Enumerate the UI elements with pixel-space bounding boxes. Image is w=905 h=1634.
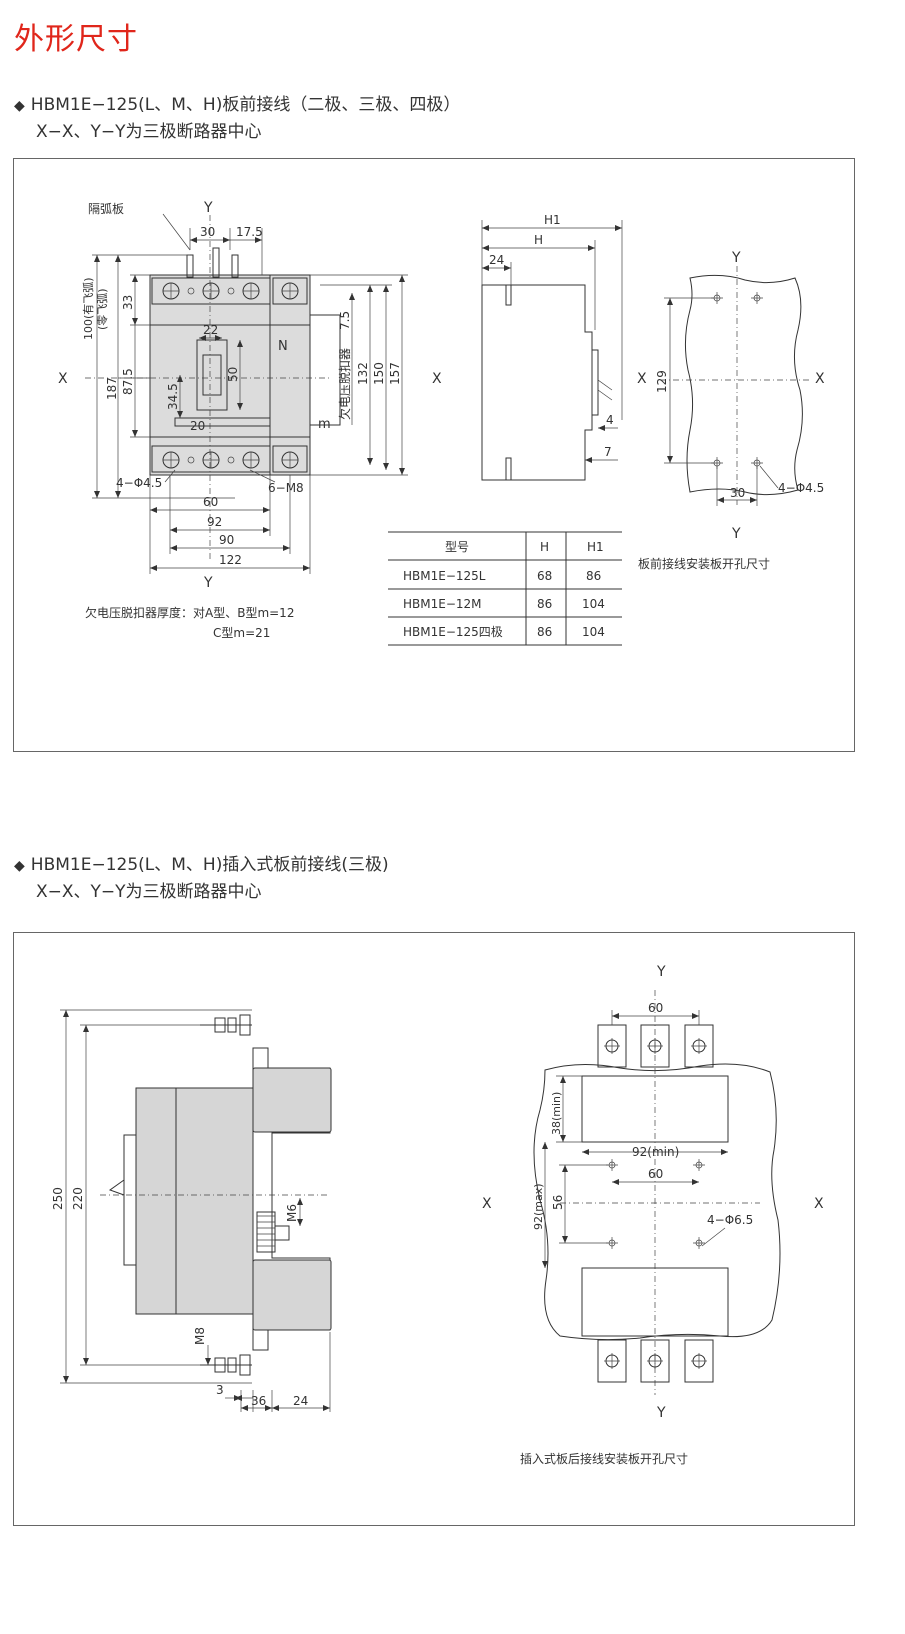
dim-187: 187 <box>105 377 119 400</box>
rear-dim-92min: 92(min) <box>632 1145 679 1159</box>
front-view: 隔弧板 Y Y X X 30 17.5 100(有飞弧) (零飞弧) 187 3… <box>58 200 442 640</box>
dim-33: 33 <box>121 295 135 310</box>
rear-dim-60-mid: 60 <box>648 1167 663 1181</box>
front-axis-y-top: Y <box>203 200 213 216</box>
diamond-bullet-icon: ◆ <box>14 98 25 114</box>
dim-3: 3 <box>216 1383 224 1397</box>
neutral-label: N <box>278 339 288 354</box>
table-cell: 104 <box>582 597 605 611</box>
dim-220: 220 <box>71 1187 85 1210</box>
rear-dim-38: 38(min) <box>550 1092 563 1135</box>
table-cell: 86 <box>537 625 552 639</box>
table-cell: 104 <box>582 625 605 639</box>
table-cell: HBM1E−12M <box>403 597 482 611</box>
rear-axis-y-top: Y <box>656 964 666 980</box>
diamond-bullet-icon: ◆ <box>14 858 25 874</box>
rear-dim-56: 56 <box>551 1195 565 1210</box>
dim-30: 30 <box>200 225 215 239</box>
dim-24: 24 <box>489 253 504 267</box>
plugin-side-view: 250 220 M6 M8 3 36 24 <box>51 1009 332 1412</box>
dim-7: 7 <box>604 445 612 459</box>
section1-title: HBM1E−125(L、M、H)板前接线（二极、三极、四极） <box>30 95 461 115</box>
table-cell: HBM1E−125四极 <box>403 625 503 639</box>
rear-panel-caption: 插入式板后接线安装板开孔尺寸 <box>520 1451 688 1466</box>
dim-7-5: 7.5 <box>338 311 352 330</box>
front-holes-label: 4−Φ4.5 <box>116 476 162 490</box>
rear-holes-label: 4−Φ6.5 <box>707 1213 753 1227</box>
dim-36: 36 <box>251 1394 266 1408</box>
front-axis-x-right: X <box>432 371 442 387</box>
rear-dim-60-top: 60 <box>648 1001 663 1015</box>
dim-50: 50 <box>226 367 240 382</box>
rear-dim-92max: 92(max) <box>532 1183 545 1230</box>
undervoltage-label: 欠电压脱扣器 <box>337 348 352 420</box>
panel-axis-x-left: X <box>637 371 647 387</box>
terminal-screws <box>162 282 299 469</box>
undervoltage-note-line1: 欠电压脱扣器厚度：对A型、B型m=12 <box>85 605 294 620</box>
panel-dim-129: 129 <box>655 370 669 393</box>
dim-zero-arc: (零飞弧) <box>95 288 109 330</box>
dim-60: 60 <box>203 495 218 509</box>
dim-22: 22 <box>203 323 218 337</box>
section2-heading: ◆ HBM1E−125(L、M、H)插入式板前接线(三极) X−X、Y−Y为三极断… <box>14 852 389 905</box>
screws-label: 6−M8 <box>268 481 304 495</box>
section1-heading: ◆ HBM1E−125(L、M、H)板前接线（二极、三极、四极） X−X、Y−Y为… <box>14 92 460 145</box>
table-header-model: 型号 <box>445 540 469 554</box>
dim-h1: H1 <box>544 213 561 227</box>
table-header-h1: H1 <box>587 540 604 554</box>
dim-157: 157 <box>388 362 402 385</box>
front-axis-x-left: X <box>58 371 68 387</box>
dim-250: 250 <box>51 1187 65 1210</box>
dim-20: 20 <box>190 419 205 433</box>
undervoltage-note-line2: C型m=21 <box>213 626 270 640</box>
panel-axis-y-top: Y <box>731 250 741 266</box>
dim-m8: M8 <box>193 1327 207 1345</box>
rear-axis-y-bottom: Y <box>656 1405 666 1421</box>
dim-132: 132 <box>356 362 370 385</box>
panel-caption: 板前接线安装板开孔尺寸 <box>638 556 770 571</box>
dim-4: 4 <box>606 413 614 427</box>
panel-axis-y-bottom: Y <box>731 526 741 542</box>
dim-87-5: 87.5 <box>121 368 135 395</box>
dim-122: 122 <box>219 553 242 567</box>
terminal-tabs <box>597 1024 714 1383</box>
side-view: H1 H 24 4 7 <box>481 213 623 481</box>
table-cell: HBM1E−125L <box>403 569 486 583</box>
table-cell: 68 <box>537 569 552 583</box>
dim-90: 90 <box>219 533 234 547</box>
dim-m6: M6 <box>285 1204 299 1222</box>
section2-title: HBM1E−125(L、M、H)插入式板前接线(三极) <box>30 855 389 875</box>
page-title: 外形尺寸 <box>14 22 138 57</box>
dim-100: 100(有飞弧) <box>81 277 95 340</box>
dim-34-5: 34.5 <box>166 383 180 410</box>
section2-subtitle: X−X、Y−Y为三极断路器中心 <box>36 882 262 902</box>
front-panel-cutout: Y Y X X 129 30 4−Φ4.5 板前接线安装板开孔尺寸 <box>637 250 825 571</box>
dim-17-5: 17.5 <box>236 225 263 239</box>
model-table: 型号 H H1 HBM1E−125L 68 86 HBM1E−12M 86 10… <box>388 531 622 646</box>
dim-150: 150 <box>372 362 386 385</box>
dim-m: m <box>318 417 331 432</box>
front-axis-y-bottom: Y <box>203 575 213 591</box>
panel-axis-x-right: X <box>815 371 825 387</box>
table-cell: 86 <box>537 597 552 611</box>
dim-h: H <box>534 233 543 247</box>
section1-subtitle: X−X、Y−Y为三极断路器中心 <box>36 122 262 142</box>
table-header-h: H <box>540 540 549 554</box>
table-cell: 86 <box>586 569 601 583</box>
panel-holes-label: 4−Φ4.5 <box>778 481 824 495</box>
dim-24: 24 <box>293 1394 308 1408</box>
rear-axis-x-right: X <box>814 1196 824 1212</box>
rear-axis-x-left: X <box>482 1196 492 1212</box>
arc-plate-label: 隔弧板 <box>88 202 124 216</box>
rear-panel-cutout: Y Y X X 60 38(min) 92(min) 60 92(max) 56… <box>482 964 824 1466</box>
dim-92: 92 <box>207 515 222 529</box>
panel-dim-30: 30 <box>730 486 745 500</box>
